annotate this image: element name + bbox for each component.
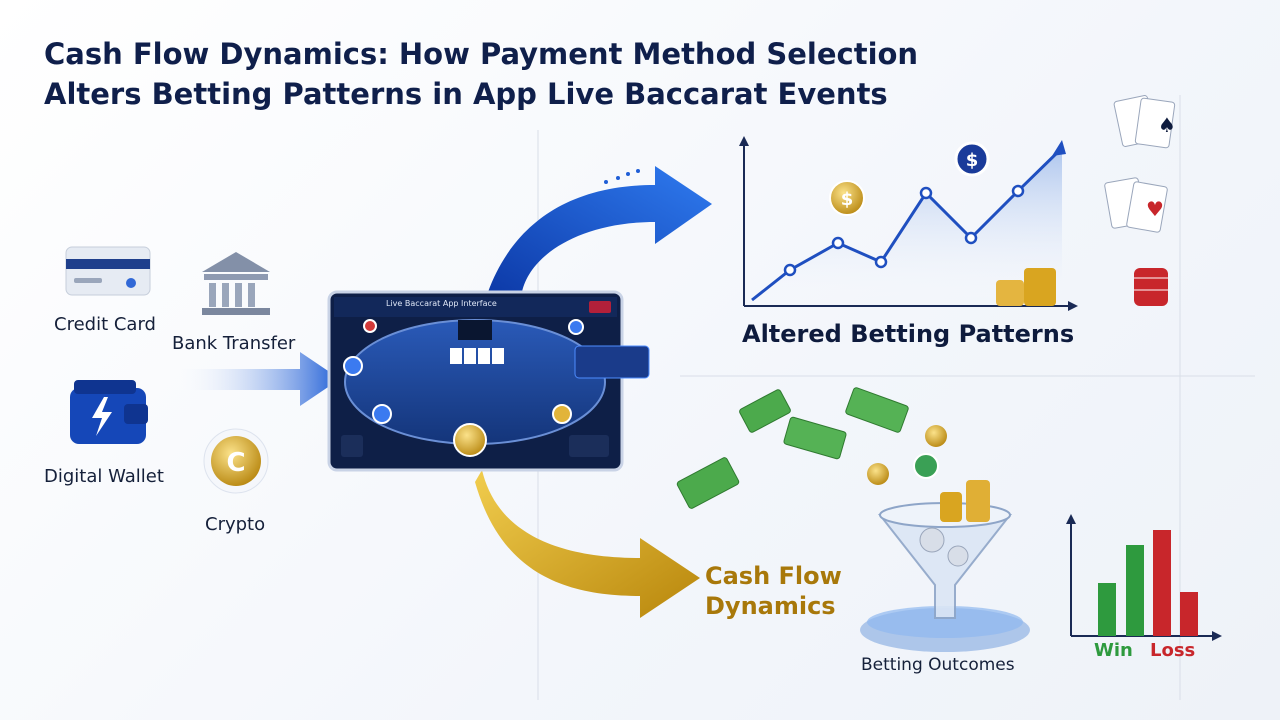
cash-flow-line-1: Cash Flow: [705, 562, 842, 590]
digital-wallet-icon: [70, 380, 148, 444]
bar-loss-1: [1153, 530, 1171, 636]
cash-flow-label: Cash Flow Dynamics: [705, 561, 842, 621]
svg-text:♥: ♥: [1146, 197, 1164, 221]
page-title: Cash Flow Dynamics: How Payment Method S…: [44, 34, 1004, 114]
bar-loss-2: [1180, 592, 1198, 636]
crypto-coin-icon: C: [203, 428, 269, 494]
betting-outcomes-label: Betting Outcomes: [861, 655, 1015, 675]
credit-card-label: Credit Card: [54, 314, 156, 335]
cash-flow-line-2: Dynamics: [705, 592, 836, 620]
title-line-2: Alters Betting Patterns in App Live Bacc…: [44, 77, 888, 111]
blue-curved-arrow: [488, 166, 712, 292]
red-chip-stack-icon: [1134, 268, 1168, 306]
credit-card-icon: [65, 246, 151, 296]
gold-curved-arrow: [475, 470, 700, 618]
playing-cards-icon: ♠ ♥: [1104, 95, 1176, 233]
svg-text:$: $: [841, 189, 854, 210]
win-loss-bar-chart: [1066, 514, 1222, 641]
poker-chip-icons: $ $: [829, 141, 1056, 306]
altered-patterns-chart: [739, 136, 1078, 311]
app-window: [327, 290, 650, 472]
svg-text:$: $: [966, 150, 979, 171]
svg-text:C: C: [226, 448, 245, 478]
money-bills-icon: [676, 387, 947, 509]
altered-patterns-label: Altered Betting Patterns: [742, 320, 1075, 348]
digital-wallet-label: Digital Wallet: [44, 466, 164, 487]
crypto-label: Crypto: [205, 514, 266, 535]
app-header-label: Live Baccarat App Interface: [386, 299, 497, 308]
title-line-1: Cash Flow Dynamics: How Payment Method S…: [44, 37, 919, 71]
win-label: Win: [1094, 640, 1133, 661]
svg-text:♠: ♠: [1158, 113, 1176, 137]
bar-win-1: [1098, 583, 1116, 636]
funnel-icon: [860, 480, 1030, 652]
loss-label: Loss: [1150, 640, 1196, 661]
feed-arrow: [175, 352, 340, 406]
bar-win-2: [1126, 545, 1144, 636]
bank-icon: [202, 252, 270, 315]
bank-transfer-label: Bank Transfer: [172, 333, 296, 354]
